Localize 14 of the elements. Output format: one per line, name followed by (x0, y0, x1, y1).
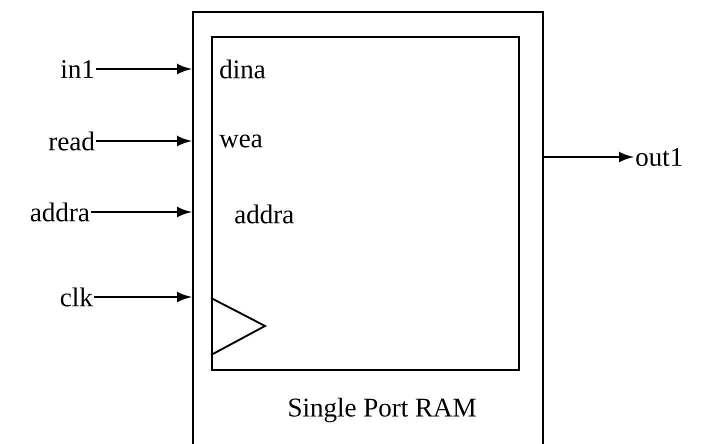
signal-label: in1 (60, 60, 94, 78)
arrow (96, 136, 189, 146)
signal-label: addra (30, 202, 90, 222)
port-label: wea (219, 134, 262, 148)
signal-label: out1 (636, 148, 682, 166)
port-label: addra (235, 204, 294, 224)
arrow (96, 64, 189, 74)
arrow (94, 292, 189, 302)
arrow (91, 207, 189, 217)
arrow (544, 152, 631, 162)
memory-box (211, 36, 520, 371)
signal-label: clk (60, 287, 93, 306)
port-label: dina (220, 59, 266, 78)
signal-label: read (48, 131, 94, 150)
